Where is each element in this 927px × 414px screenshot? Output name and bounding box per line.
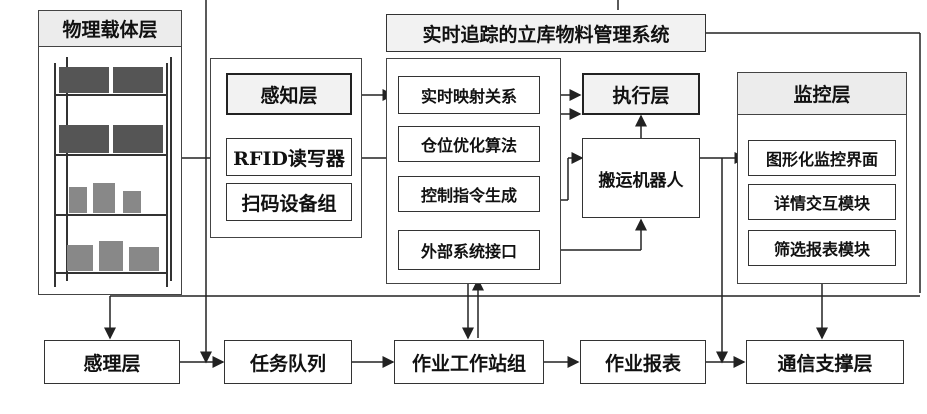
execution-layer-title: 执行层 — [582, 73, 700, 115]
task-queue: 任务队列 — [224, 340, 352, 384]
bottom-box-1: 感理层 — [44, 340, 180, 384]
system-title: 实时追踪的立库物料管理系统 — [386, 14, 706, 52]
rfid-reader: RFID读写器 — [226, 138, 352, 176]
work-report: 作业报表 — [580, 340, 706, 384]
control-command: 控制指令生成 — [398, 176, 540, 212]
storage-rack-image — [47, 55, 175, 291]
filter-report: 筛选报表模块 — [748, 230, 896, 266]
external-interface: 外部系统接口 — [398, 230, 540, 270]
scanner-group: 扫码设备组 — [226, 183, 352, 221]
detail-interaction: 详情交互模块 — [748, 184, 896, 220]
realtime-mapping: 实时映射关系 — [398, 76, 540, 114]
transport-robot: 搬运机器人 — [582, 138, 700, 218]
slot-optimization: 仓位优化算法 — [398, 126, 540, 162]
graphical-monitor-ui: 图形化监控界面 — [748, 140, 896, 176]
physical-layer-panel: 物理载体层 — [38, 10, 182, 295]
physical-layer-title: 物理载体层 — [39, 11, 181, 47]
workstation-group: 作业工作站组 — [394, 340, 544, 384]
monitor-layer-title: 监控层 — [738, 73, 906, 115]
perception-layer-title: 感知层 — [226, 73, 352, 115]
comm-support-layer: 通信支撑层 — [746, 340, 904, 384]
